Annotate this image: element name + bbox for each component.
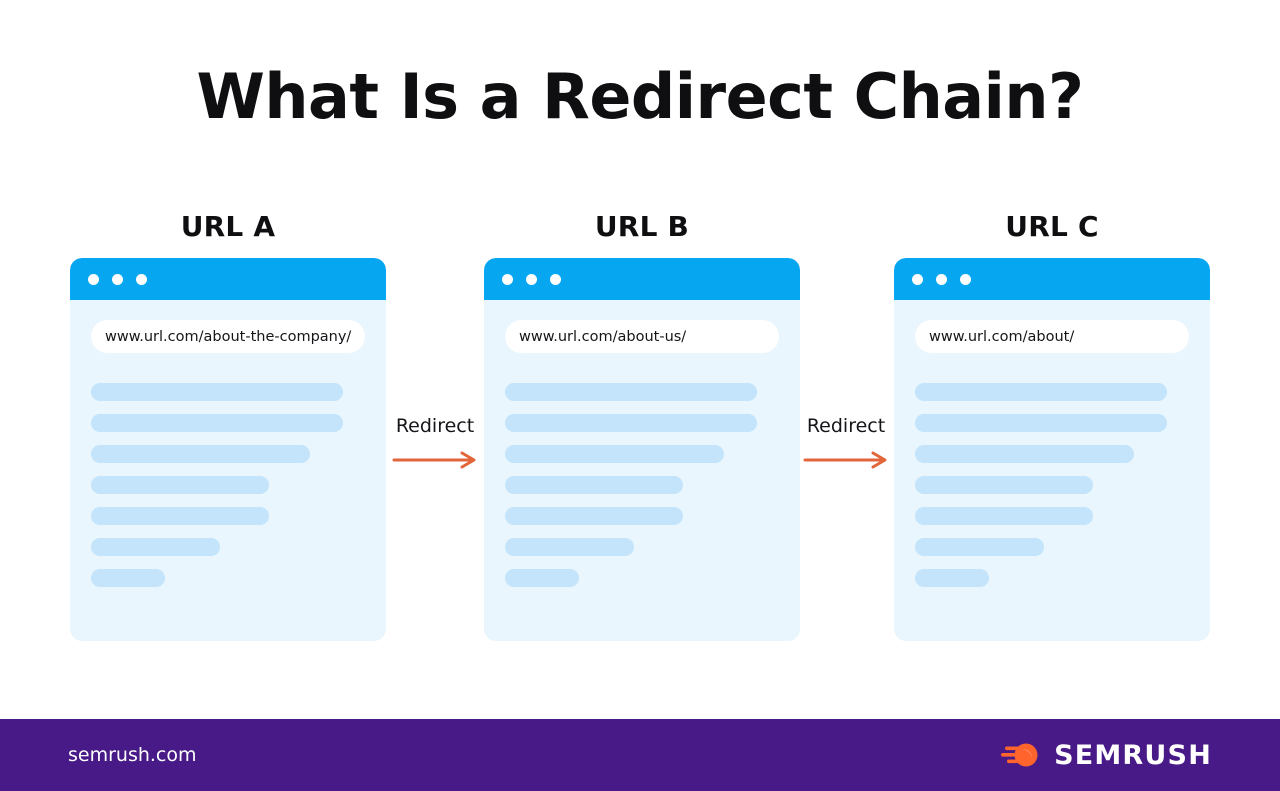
address-bar-a[interactable]: www.url.com/about-the-company/: [91, 320, 365, 353]
window-dot-minimize-icon[interactable]: [112, 273, 123, 285]
content-line: [505, 507, 684, 525]
browser-titlebar-c: [894, 258, 1210, 300]
content-line: [915, 569, 989, 587]
content-line: [915, 445, 1135, 463]
address-bar-b[interactable]: www.url.com/about-us/: [505, 320, 779, 353]
semrush-wordmark: SEMRUSH: [1054, 739, 1212, 771]
content-line: [505, 383, 758, 401]
content-line: [91, 414, 344, 432]
browser-window-c: www.url.com/about/: [894, 258, 1210, 641]
window-dot-maximize-icon[interactable]: [960, 273, 971, 285]
url-node-c: URL C www.url.com/about/: [894, 210, 1210, 641]
window-dot-minimize-icon[interactable]: [526, 273, 537, 285]
redirect-arrow-icon: [803, 451, 887, 469]
redirect-label: Redirect: [395, 415, 475, 437]
content-line: [91, 507, 270, 525]
window-dot-close-icon[interactable]: [88, 273, 99, 285]
window-dot-minimize-icon[interactable]: [936, 273, 947, 285]
semrush-logo: SEMRUSH: [1001, 740, 1212, 771]
page-title: What Is a Redirect Chain?: [196, 60, 1084, 133]
content-line: [91, 383, 344, 401]
content-line: [505, 476, 684, 494]
browser-window-a: www.url.com/about-the-company/: [70, 258, 386, 641]
window-dot-maximize-icon[interactable]: [550, 273, 561, 285]
content-line: [505, 445, 725, 463]
content-line: [915, 507, 1094, 525]
redirect-connector-a-to-b: Redirect: [381, 415, 489, 469]
content-line: [91, 445, 311, 463]
content-line: [91, 538, 220, 556]
footer-bar: semrush.com SEMRUSH: [0, 719, 1280, 791]
browser-titlebar-b: [484, 258, 800, 300]
window-dot-close-icon[interactable]: [912, 273, 923, 285]
window-dot-maximize-icon[interactable]: [136, 273, 147, 285]
content-line: [505, 414, 758, 432]
url-node-a: URL A www.url.com/about-the-company/: [70, 210, 386, 641]
browser-window-b: www.url.com/about-us/: [484, 258, 800, 641]
content-line: [915, 476, 1094, 494]
footer-site-url: semrush.com: [68, 744, 197, 766]
url-node-b: URL B www.url.com/about-us/: [484, 210, 800, 641]
url-node-a-label: URL A: [180, 210, 276, 243]
redirect-arrow-icon: [392, 451, 476, 469]
content-line: [505, 538, 634, 556]
content-line: [91, 569, 165, 587]
content-placeholder-a: [91, 383, 365, 600]
content-line: [915, 383, 1168, 401]
address-bar-c[interactable]: www.url.com/about/: [915, 320, 1189, 353]
url-node-c-label: URL C: [1005, 210, 1099, 243]
content-line: [91, 476, 270, 494]
content-line: [915, 538, 1044, 556]
redirect-connector-b-to-c: Redirect: [792, 415, 900, 469]
redirect-chain-diagram: URL A www.url.com/about-the-company/: [0, 210, 1280, 670]
window-dot-close-icon[interactable]: [502, 273, 513, 285]
url-node-b-label: URL B: [594, 210, 690, 243]
content-placeholder-b: [505, 383, 779, 600]
content-line: [915, 414, 1168, 432]
redirect-label: Redirect: [806, 415, 886, 437]
semrush-comet-icon: [1001, 743, 1038, 767]
browser-titlebar-a: [70, 258, 386, 300]
content-line: [505, 569, 579, 587]
content-placeholder-c: [915, 383, 1189, 600]
